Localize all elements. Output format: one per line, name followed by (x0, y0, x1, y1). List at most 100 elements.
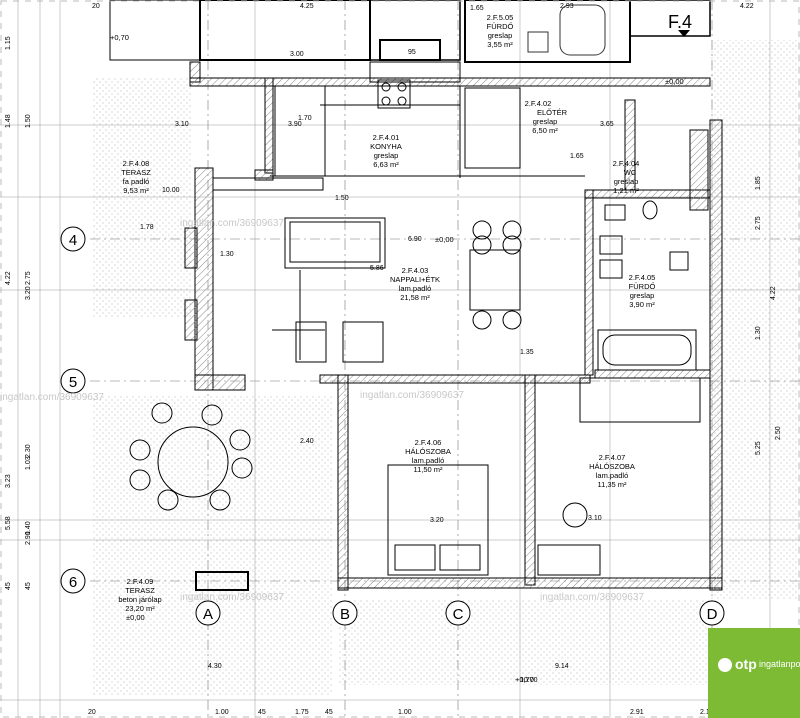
room-code: 2.F.4.05 (629, 273, 656, 282)
dimension-bottom: 2.16 (700, 709, 714, 716)
room-name: KONYHA (370, 142, 402, 151)
dimension-bottom: 1.00 (398, 709, 412, 716)
bedroom-furniture (195, 377, 701, 591)
room-code: 2.F.4.08 (123, 159, 150, 168)
kitchen-counter (369, 39, 461, 109)
room-code: 2.F.5.05 (487, 13, 514, 22)
watermark-text: ingatlan.com/36909637 (180, 592, 284, 603)
dimension-inner: 1.35 (520, 349, 534, 356)
terrace-table (129, 402, 253, 511)
dimension-bottom: 10.70 (520, 677, 538, 684)
dimension-inner: 10.00 (162, 187, 180, 194)
room-name: TERASZ (121, 168, 151, 177)
dimension-inner: 3.65 (600, 121, 614, 128)
room-eloter: 2.F.4.02 ELŐTÉR greslap 6,50 m² (525, 99, 568, 135)
living-furniture (284, 217, 386, 363)
room-floor: greslap (374, 151, 399, 160)
bathroom-fixtures (597, 200, 697, 371)
dimension-inner: 1.70 (298, 115, 312, 122)
dimension-inner: 3.10 (175, 121, 189, 128)
watermark-text: ingatlan.com/36909637 (180, 218, 284, 229)
room-area: 9,53 m² (123, 186, 149, 195)
level-mid: ±0,00 (435, 235, 454, 244)
dimension-inner: 3.10 (588, 515, 602, 522)
room-terasz-2: 2.F.4.09 TERASZ beton járólap 23,20 m² (118, 577, 161, 613)
room-name: ELŐTÉR (537, 108, 568, 117)
axis-col-c: C (453, 606, 464, 623)
room-floor: lam.padló (399, 284, 432, 293)
dimension-left: 2.90 (25, 531, 32, 545)
room-area: 23,20 m² (125, 604, 155, 613)
room-name: TERASZ (125, 586, 155, 595)
room-name: HÁLÓSZOBA (405, 447, 451, 456)
dimension-right: 1.30 (755, 326, 762, 340)
dimension-inner: 3.00 (290, 51, 304, 58)
dimension-bottom: 1.75 (295, 709, 309, 716)
axis-row-4: 4 (69, 232, 77, 249)
dimension-inner: 2.40 (300, 438, 314, 445)
dimension-bottom: 1.00 (215, 709, 229, 716)
room-furdo-upper: 2.F.5.05 FÜRDŐ greslap 3,55 m² (487, 13, 514, 49)
room-area: 3,55 m² (487, 40, 513, 49)
level-terrace: ±0,00 (126, 613, 145, 622)
dimension-inner: 5.86 (370, 265, 384, 272)
room-area: 1,21 m² (613, 186, 639, 195)
room-area: 6,50 m² (532, 126, 558, 135)
room-haloszoba-2: 2.F.4.07 HÁLÓSZOBA lam.padló 11,35 m² (589, 453, 635, 489)
watermarks: ingatlan.com/36909637 ingatlan.com/36909… (0, 218, 644, 603)
room-haloszoba-1: 2.F.4.06 HÁLÓSZOBA lam.padló 11,50 m² (405, 438, 451, 474)
room-name: FÜRDŐ (487, 22, 514, 31)
dimension-top: 2.93 (560, 3, 574, 10)
dimension-top: 4.25 (300, 3, 314, 10)
watermark-text: ingatlan.com/36909637 (0, 392, 104, 403)
level-small-top: ±0,00 (665, 77, 684, 86)
room-code: 2.F.4.02 (525, 99, 552, 108)
room-floor: greslap (488, 31, 513, 40)
dimension-left: 1.50 (25, 114, 32, 128)
dimension-left: 1.48 (5, 114, 12, 128)
axis-col-b: B (340, 606, 350, 623)
dimension-left: 2.75 (25, 271, 32, 285)
room-code: 2.F.4.04 (613, 159, 640, 168)
axis-col-a: A (203, 606, 213, 623)
brand-sub: ingatlanpont (759, 659, 800, 669)
dimension-left: 1.03 (25, 456, 32, 470)
room-wc: 2.F.4.04 WC greslap 1,21 m² (613, 159, 640, 195)
dimension-bottom: 20 (88, 709, 96, 716)
dimension-right: 5.25 (755, 441, 762, 455)
dimension-top: 20 (92, 3, 100, 10)
room-area: 11,50 m² (413, 465, 443, 474)
room-floor: lam.padló (596, 471, 629, 480)
room-area: 6,63 m² (373, 160, 399, 169)
dimension-right: 1.85 (755, 176, 762, 190)
dimension-left: 3.23 (5, 474, 12, 488)
room-floor: greslap (614, 177, 639, 186)
dimension-inner: 1.30 (220, 251, 234, 258)
dimension-left: 45 (25, 582, 32, 590)
level-bottom: +0,70 (515, 675, 534, 684)
room-floor: beton járólap (118, 595, 161, 604)
room-code: 2.F.4.06 (415, 438, 442, 447)
room-floor: lam.padló (412, 456, 445, 465)
dimension-bottom: 4.30 (208, 663, 222, 670)
dimension-bottom: 2.91 (630, 709, 644, 716)
dimension-inner: 1.50 (335, 195, 349, 202)
north-marker (678, 30, 690, 37)
axis-bubbles (60, 226, 725, 626)
room-name: FÜRDŐ (629, 282, 656, 291)
room-area: 11,35 m² (597, 480, 627, 489)
room-konyha: 2.F.4.01 KONYHA greslap 6,63 m² (370, 133, 402, 169)
dimension-top: 4.22 (740, 3, 754, 10)
axis-row-6: 6 (69, 574, 77, 591)
brand-name: otp (735, 656, 757, 672)
unit-label: F.4 (668, 12, 692, 32)
dimension-inner: 95 (408, 49, 416, 56)
dimension-right: 2.75 (755, 216, 762, 230)
axis-row-5: 5 (69, 374, 77, 391)
dimension-left: 3.20 (25, 286, 32, 300)
room-floor: fa padló (123, 177, 150, 186)
